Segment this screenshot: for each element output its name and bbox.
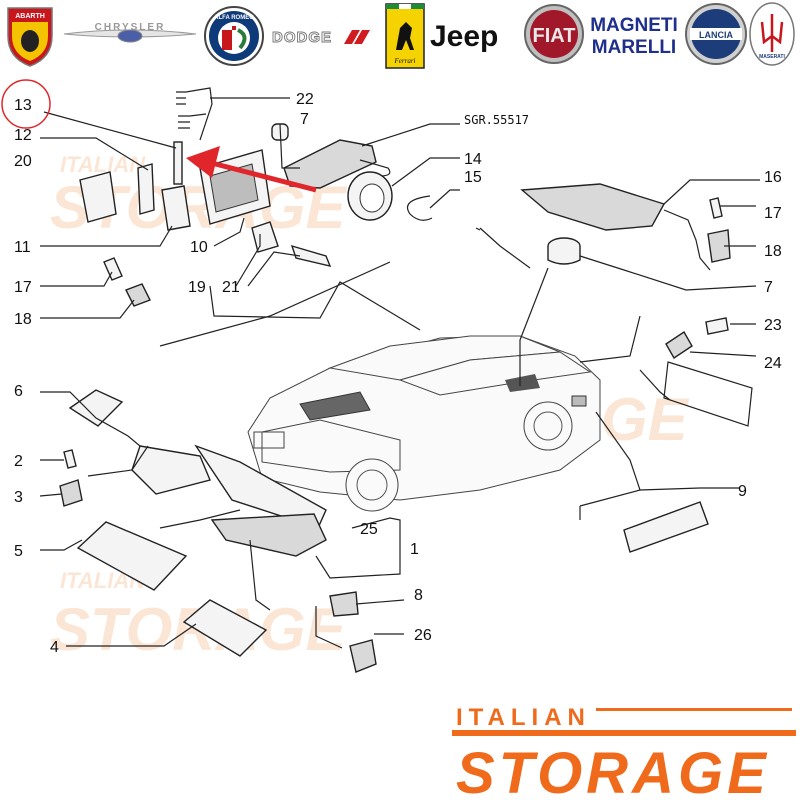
highlight-marker [1, 79, 317, 193]
lancia-logo: LANCIA [685, 3, 747, 65]
part-label-19[interactable]: 19 [188, 279, 206, 296]
part-labels: 13 12 20 11 17 18 22 7 SGR.55517 14 15 1… [14, 91, 782, 656]
watermark-text: ITALIAN [60, 152, 146, 177]
fiat-logo-text: FIAT [533, 25, 576, 47]
highlight-arrow-shaft [199, 157, 317, 193]
part-label-16[interactable]: 16 [764, 169, 782, 186]
maserati-logo-text: MASERATI [759, 54, 785, 60]
part-label-22[interactable]: 22 [296, 91, 314, 108]
magneti-logo-text: MAGNETI [590, 15, 678, 36]
dodge-logo: DODGE [272, 29, 370, 46]
car-illustration [247, 335, 601, 512]
highlight-circle [1, 79, 51, 129]
lancia-logo-text: LANCIA [699, 30, 733, 40]
part-label-23[interactable]: 23 [764, 317, 782, 334]
fiat-logo: FIAT [524, 4, 584, 64]
part-label-14[interactable]: 14 [464, 151, 482, 168]
magneti-marelli-logo: MAGNETI MARELLI [590, 15, 678, 58]
leader-lines [39, 97, 760, 649]
brand-logo-strip: ABARTH CHRYSLER ALFA ROMEO DODGE [7, 2, 795, 69]
part-label-2[interactable]: 2 [14, 453, 23, 470]
alfa-romeo-logo-text: ALFA ROMEO [214, 15, 254, 21]
footer-brand-logo: ITALIAN STORAGE [452, 704, 796, 800]
part-label-18[interactable]: 18 [764, 243, 782, 260]
part-label-3[interactable]: 3 [14, 489, 23, 506]
part-label-15[interactable]: 15 [464, 169, 482, 186]
part-label-21[interactable]: 21 [222, 279, 240, 296]
reference-code: SGR.55517 [464, 113, 529, 127]
marelli-logo-text: MARELLI [592, 37, 676, 58]
part-label-18[interactable]: 18 [14, 311, 32, 328]
part-label-9[interactable]: 9 [738, 483, 747, 500]
part-label-5[interactable]: 5 [14, 543, 23, 560]
part-label-7[interactable]: 7 [764, 279, 773, 296]
parts-top-cluster [79, 87, 753, 427]
part-label-17[interactable]: 17 [14, 279, 32, 296]
part-label-25[interactable]: 25 [360, 521, 378, 538]
part-label-11[interactable]: 11 [14, 239, 31, 256]
part-label-7[interactable]: 7 [300, 111, 309, 128]
maserati-logo: MASERATI [749, 2, 795, 66]
part-label-6[interactable]: 6 [14, 383, 23, 400]
highlight-arrow-head [186, 146, 220, 178]
part-label-10[interactable]: 10 [190, 239, 208, 256]
alfa-romeo-logo: ALFA ROMEO [204, 6, 264, 66]
ferrari-logo: Ferrari [385, 3, 425, 69]
part-label-12[interactable]: 12 [14, 127, 32, 144]
part-label-13[interactable]: 13 [14, 97, 32, 114]
part-label-8[interactable]: 8 [414, 587, 423, 604]
part-label-20[interactable]: 20 [14, 153, 32, 170]
part-label-17[interactable]: 17 [764, 205, 782, 222]
part-label-26[interactable]: 26 [414, 627, 432, 644]
abarth-logo: ABARTH [7, 7, 53, 67]
part-label-1[interactable]: 1 [410, 541, 419, 558]
footer-brand-top: ITALIAN [456, 704, 591, 731]
abarth-logo-text: ABARTH [15, 13, 45, 20]
ferrari-logo-text: Ferrari [394, 57, 416, 65]
chrysler-logo-text: CHRYSLER [95, 22, 166, 33]
chrysler-logo: CHRYSLER [63, 22, 197, 43]
dodge-logo-text: DODGE [272, 29, 332, 46]
part-label-4[interactable]: 4 [50, 639, 59, 656]
footer-brand-bottom: STORAGE [456, 741, 770, 800]
part-label-24[interactable]: 24 [764, 355, 782, 372]
jeep-logo: Jeep [430, 20, 498, 53]
parts-bottom-cluster [59, 389, 709, 673]
